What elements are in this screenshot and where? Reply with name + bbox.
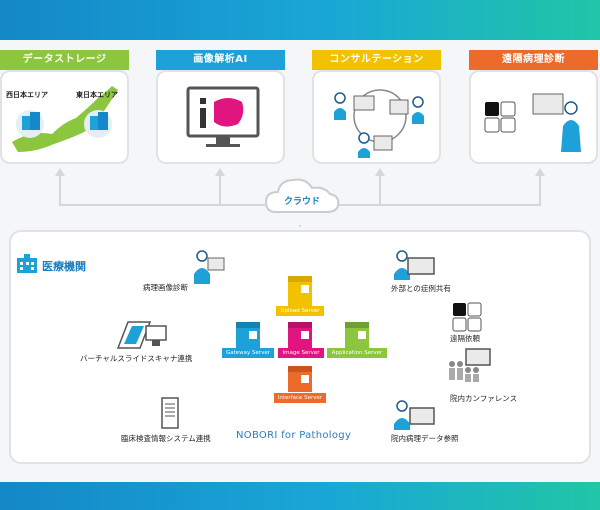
in-house-data-icon [394,400,435,430]
card-data-storage: 西日本エリア 東日本エリア [0,70,129,164]
item-in-house-pathology-data: 院内病理データ参照 [391,434,459,443]
tag-image-ai: 画像解析AI [156,50,285,70]
application-server-icon [345,322,369,348]
external-sharing-icon [394,250,435,280]
lab-system-icon [161,397,179,429]
gateway-server-label: Gateway Server [222,348,274,358]
conference-icon [449,348,491,382]
upload-server-label: Upload Server [276,306,324,316]
tag-consultation: コンサルテーション [312,50,441,70]
consultation-people-icon [334,89,424,158]
tag-data-storage: データストレージ [0,50,129,70]
interface-server-label: Interface Server [274,393,326,403]
card-consultation [312,70,441,164]
application-server-label: Application Server [327,348,387,358]
cloud-label: クラウド [283,197,320,207]
bottom-gradient-band [0,482,600,510]
product-name: NOBORI for Pathology [236,430,352,441]
pathologist-icon [194,250,225,284]
item-remote-request: 遠隔依頼 [450,334,480,343]
item-pathology-image-diagnosis: 病理画像診断 [143,283,188,292]
remote-request-icon [452,302,482,332]
item-lab-info-system: 臨床検査情報システム連携 [121,434,211,443]
hospital-icon [17,254,37,273]
card-remote-diagnosis [469,70,598,164]
cloud-shape [264,178,340,213]
institution-title: 医療機関 [42,260,86,273]
card-image-ai [156,70,285,164]
region-west-label: 西日本エリア [6,91,48,99]
monitor-analysis-icon [186,86,260,147]
region-east-label: 東日本エリア [76,91,118,99]
japan-map-icon [12,86,118,152]
image-server-icon [288,322,312,348]
upload-server-icon [288,276,312,306]
item-in-house-conference: 院内カンファレンス [450,394,518,403]
slide-scanner-icon [116,321,167,349]
gateway-server-icon [236,322,260,348]
item-external-case-sharing: 外部との症例共有 [391,284,451,293]
tag-remote-diagnosis: 遠隔病理診断 [469,50,598,70]
item-virtual-slide-scanner: バーチャルスライドスキャナ連携 [80,354,193,363]
interface-server-icon [288,366,312,392]
image-server-label: Image Server [278,348,324,358]
top-gradient-band [0,0,600,40]
remote-diagnosis-icon [484,93,581,152]
